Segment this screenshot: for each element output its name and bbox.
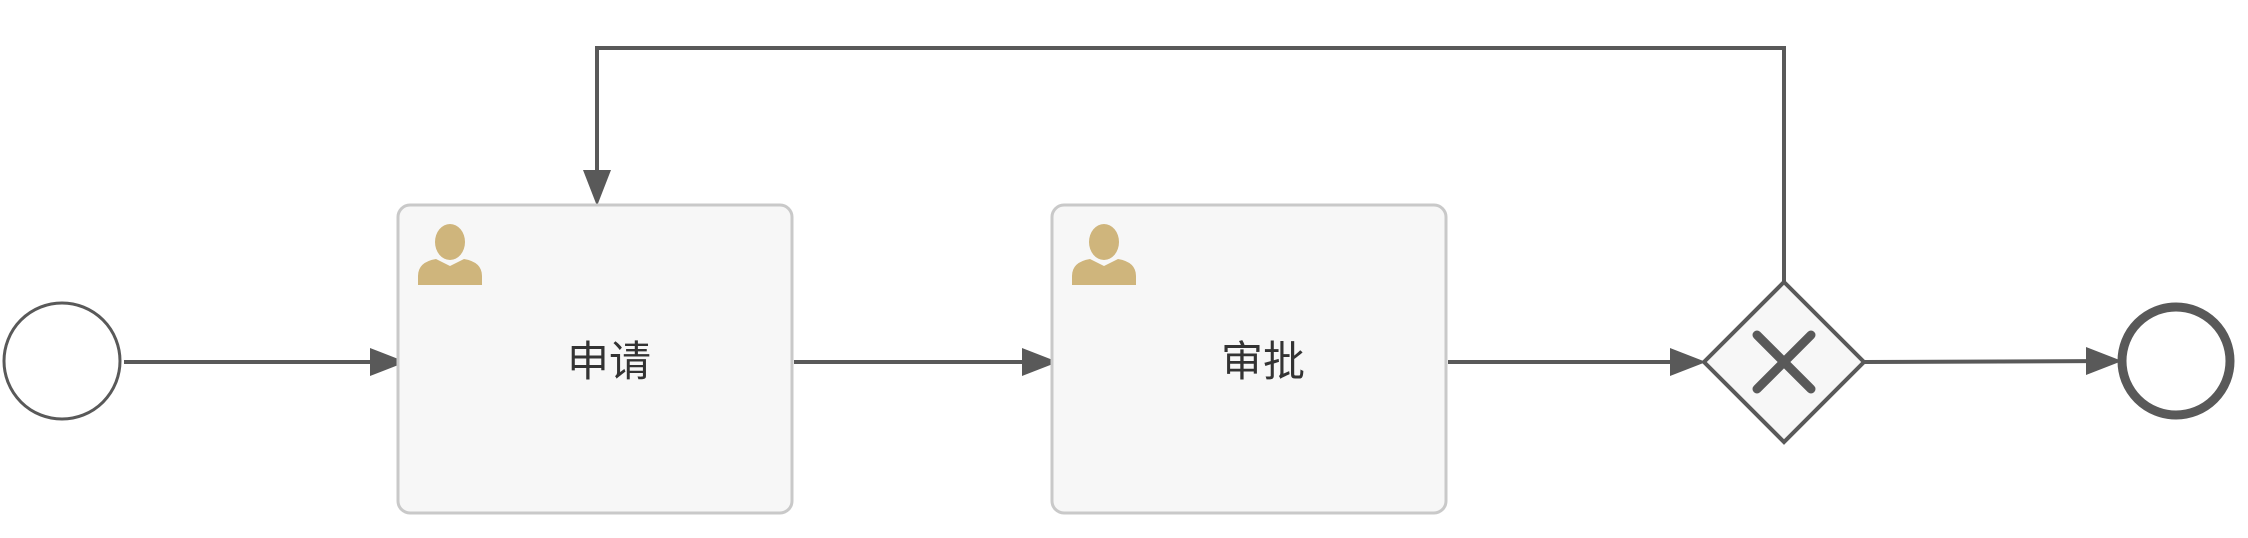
flow-gateway-to-end[interactable] <box>1863 359 2115 364</box>
task-apply-label: 申请 <box>567 337 651 386</box>
arrowhead-icon <box>1022 348 1058 376</box>
flow-gateway-back-to-apply[interactable] <box>595 46 1786 282</box>
sequence-flows <box>124 46 2122 376</box>
arrowhead-icon <box>583 170 611 206</box>
start-event[interactable] <box>2 301 122 421</box>
task-approve[interactable]: 审批 <box>1050 203 1448 515</box>
arrowhead-icon <box>370 348 406 376</box>
user-icon <box>1072 224 1136 285</box>
task-apply[interactable]: 申请 <box>396 203 794 515</box>
exclusive-gateway[interactable] <box>1701 279 1867 445</box>
arrowhead-icon <box>1670 348 1706 376</box>
arrowhead-icon <box>2086 347 2122 375</box>
x-mark-icon <box>1752 330 1816 394</box>
user-icon <box>418 224 482 285</box>
end-event[interactable] <box>2117 302 2235 420</box>
task-approve-label: 审批 <box>1221 337 1305 386</box>
